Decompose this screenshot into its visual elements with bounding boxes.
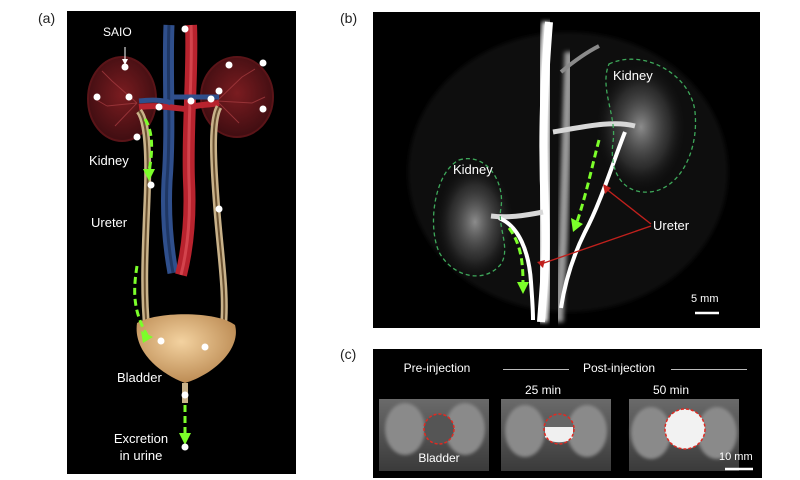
bladder-label-c: Bladder <box>418 451 460 465</box>
saio-label: SAIO <box>103 25 132 39</box>
roi-pre <box>423 413 455 445</box>
post-injection-line-left <box>503 369 569 370</box>
kidney-right-label: Kidney <box>613 68 653 83</box>
bladder-shape <box>136 314 236 383</box>
ureter-label-b: Ureter <box>653 218 690 233</box>
time2-label: 50 min <box>652 383 690 397</box>
post-injection-line-right <box>671 369 747 370</box>
panel-c-timeseries: Pre-injection Post-injection 25 min 50 m… <box>373 349 762 478</box>
kidney-left-outline <box>432 157 506 277</box>
scale-label-c: 10 mm <box>719 451 753 463</box>
kidney-vessels <box>94 68 266 127</box>
ureter-pointers <box>540 187 652 265</box>
excretion-label-line1: Excretion <box>113 431 169 446</box>
roi-25min <box>543 413 575 445</box>
frame-pre-injection <box>379 399 489 471</box>
flow-arrowheads <box>141 169 191 445</box>
kidney-label: Kidney <box>89 153 129 168</box>
bladder-mri-series <box>379 399 753 471</box>
flow-arrowheads-b <box>517 218 583 294</box>
panel-b-mri: Kidney Kidney Ureter 5 mm <box>373 12 760 328</box>
panel-letter-a: (a) <box>38 10 56 26</box>
panel-letter-c: (c) <box>340 346 357 362</box>
time1-label: 25 min <box>524 383 562 397</box>
panel-letter-b: (b) <box>340 10 358 26</box>
urinary-tract-schematic <box>87 24 274 451</box>
scale-label-b: 5 mm <box>691 293 719 305</box>
kidney-right-outline <box>605 58 697 193</box>
excretion-label-line2: in urine <box>119 448 163 463</box>
flow-arrows <box>133 118 187 435</box>
roi-50min <box>664 408 706 450</box>
post-injection-label: Post-injection <box>582 361 656 375</box>
panel-a-schematic: SAIO Kidney Ureter Bladder Excretion in … <box>67 11 296 474</box>
bladder-label: Bladder <box>117 370 162 385</box>
pre-injection-label: Pre-injection <box>403 361 471 375</box>
flow-arrows-b <box>507 139 601 285</box>
mri-kidney-image <box>373 12 760 328</box>
saio-particles <box>93 25 267 451</box>
ureter-label: Ureter <box>91 215 128 230</box>
kidney-left-label: Kidney <box>453 162 493 177</box>
frame-50min <box>629 399 739 471</box>
frame-25min <box>501 399 611 471</box>
